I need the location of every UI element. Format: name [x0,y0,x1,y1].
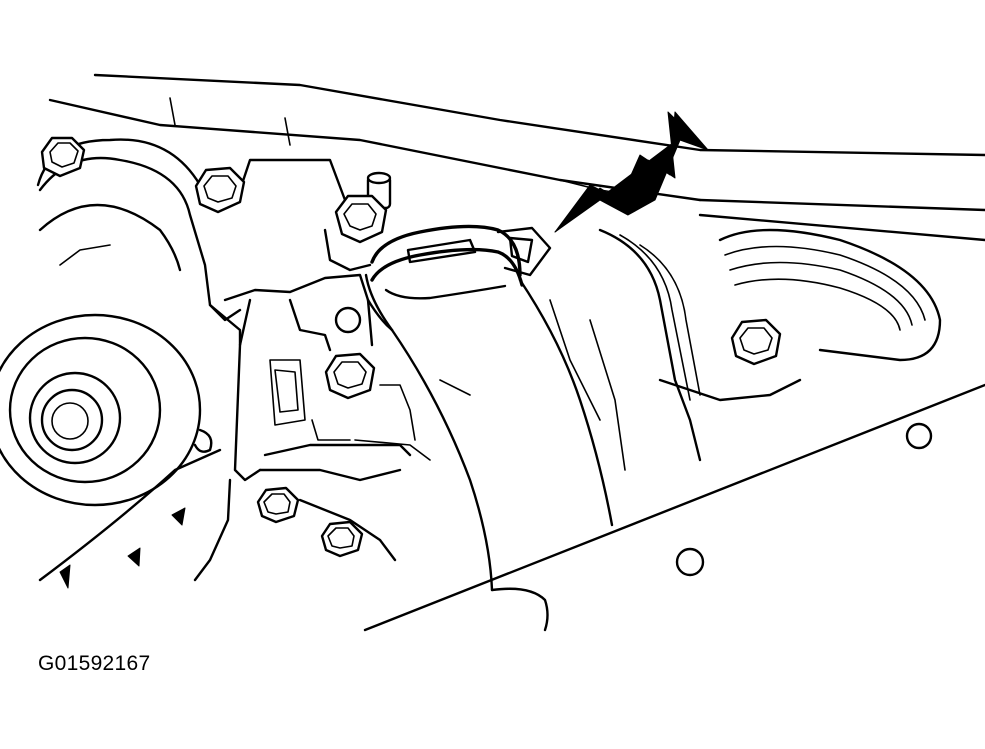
bolt-icon [730,318,782,366]
bolt-icon [194,166,246,214]
bolt-group [40,136,782,558]
right-engine-block [363,228,985,632]
timing-cover-outline [36,138,431,582]
crank-pulley [0,313,213,589]
upper-housing-outline [48,73,985,242]
figure-id-label: G01592167 [38,652,151,675]
arrow-icon [554,111,709,233]
bolt-icon [256,486,300,524]
mount-bracket [208,228,416,457]
stud-icon [334,171,392,244]
bolt-icon [40,136,86,178]
bolt-icon [320,520,364,558]
hose-clamp [364,224,552,332]
bolt-icon [324,352,376,400]
coolant-hose [366,278,614,632]
